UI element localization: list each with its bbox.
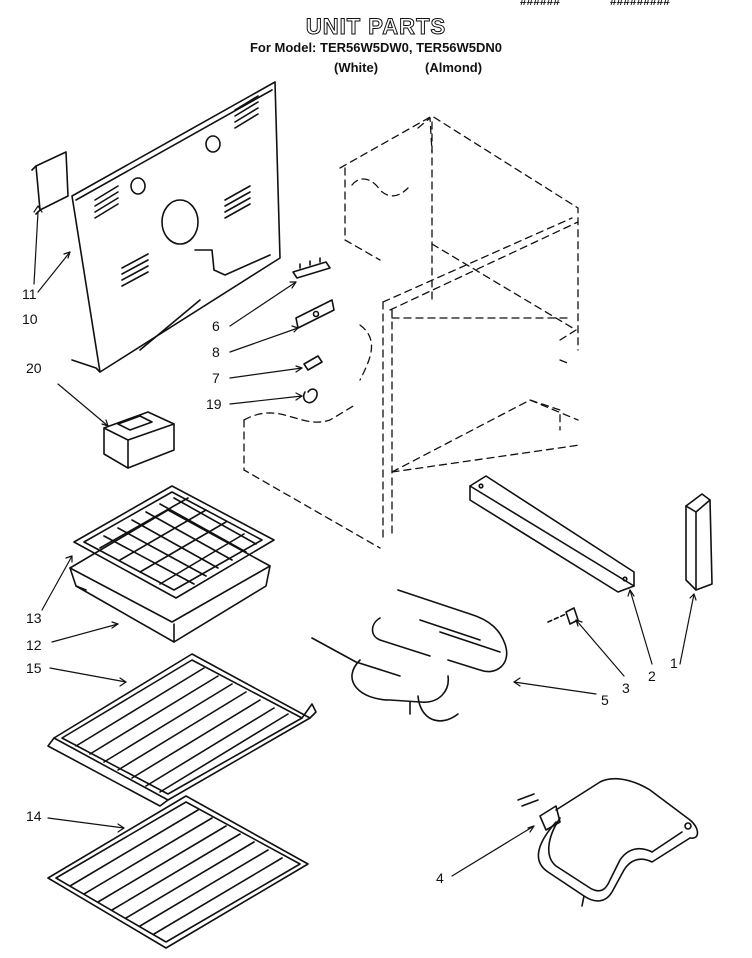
- callout-7: 7: [212, 370, 220, 386]
- clipped-header-right: #########: [610, 0, 671, 8]
- broil-element-drawing: [311, 589, 508, 722]
- wire-clip-drawing: [303, 355, 323, 371]
- transformer-box-drawing: [103, 411, 175, 469]
- callout-5: 5: [601, 692, 609, 708]
- oven-back-panel-drawing: [71, 81, 281, 373]
- oven-rack-upper-drawing: [47, 653, 317, 807]
- oven-rack-lower-drawing: [47, 795, 309, 949]
- callout-4: 4: [436, 870, 444, 886]
- callout-15: 15: [26, 660, 42, 676]
- callout-11: 11: [22, 286, 37, 302]
- variant-white: (White): [334, 60, 379, 75]
- callout-19: 19: [206, 396, 222, 412]
- callout-10: 10: [22, 311, 38, 327]
- broil-pan-drawing: [69, 509, 271, 643]
- element-clip-drawing: [547, 607, 579, 625]
- callout-13: 13: [26, 610, 42, 626]
- end-cap-drawing: [685, 493, 713, 591]
- wire-tie-drawing: [302, 388, 318, 404]
- model-line: For Model: TER56W5DW0, TER56W5DN0: [249, 40, 503, 55]
- bake-element-drawing: [517, 777, 699, 907]
- leader-lines: [33, 205, 697, 877]
- bracket-drawing: [295, 299, 335, 329]
- back-panel-shield-drawing: [31, 151, 69, 215]
- variant-almond: (Almond): [425, 60, 483, 75]
- terminal-block-drawing: [292, 257, 331, 279]
- callout-2: 2: [648, 668, 656, 684]
- page-title: UNIT PARTS: [305, 14, 447, 40]
- callout-12: 12: [26, 637, 42, 653]
- clipped-header-left: ######: [520, 0, 561, 8]
- broil-pan-grid-drawing: [73, 485, 275, 599]
- range-cabinet-drawing: [243, 115, 581, 549]
- callout-14: 14: [26, 808, 42, 824]
- callout-3: 3: [622, 680, 630, 696]
- callout-20: 20: [26, 360, 42, 376]
- callout-8: 8: [212, 344, 220, 360]
- callout-1: 1: [670, 655, 678, 671]
- side-rail-drawing: [469, 475, 635, 593]
- callout-6: 6: [212, 318, 220, 334]
